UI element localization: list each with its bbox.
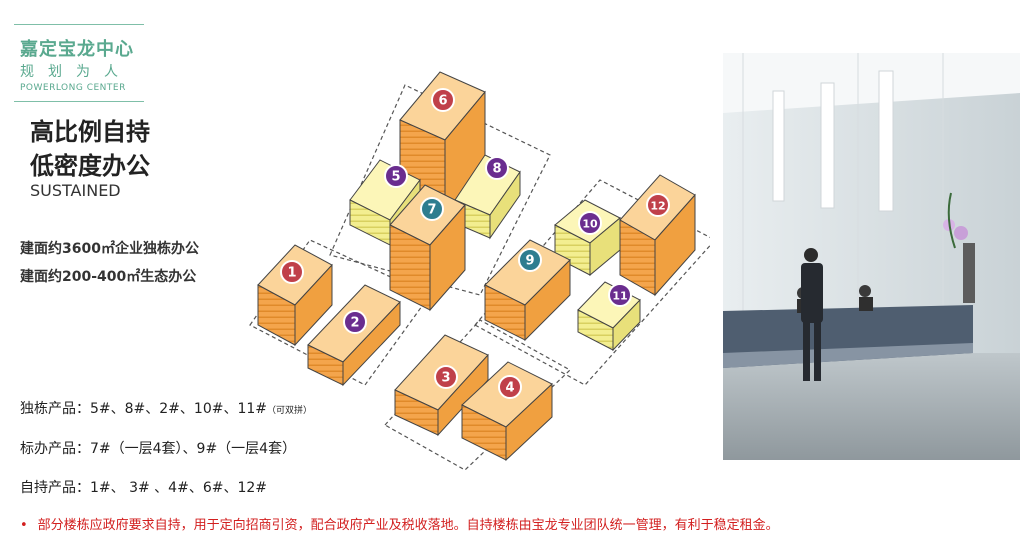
page-title-english: SUSTAINED [30,181,121,200]
badge-number: 7 [427,203,436,218]
badge-circle [343,310,367,334]
badge-number: 5 [391,170,400,185]
badge-number: 3 [441,371,450,386]
badge-circle [518,248,542,272]
building-badge: 12 [646,193,670,217]
building-badge: 8 [485,156,509,180]
building-badge: 5 [384,164,408,188]
badge-circle [431,88,455,112]
product-note: （可双拼） [267,406,313,416]
logo: 嘉定宝龙中心 规划为人 POWERLONG CENTER [14,24,144,102]
building-badge: 6 [431,88,455,112]
building-1 [257,244,333,347]
badge-number: 9 [525,254,534,269]
page-title-line2: 低密度办公 [30,152,150,180]
badge-number: 4 [505,381,514,396]
footnote-text: 部分楼栋应政府要求自持，用于定向招商引资，配合政府产业及税收落地。自持楼栋由宝龙… [37,518,779,533]
building-badge: 4 [498,375,522,399]
area-text-1: 建面约3600㎡企业独栋办公 [20,241,199,257]
badge-number: 11 [612,290,627,303]
badge-circle [280,260,304,284]
building-badge: 11 [608,283,632,307]
footnote: • 部分楼栋应政府要求自持，用于定向招商引资，配合政府产业及税收落地。自持楼栋由宝… [20,514,779,533]
badge-circle [384,164,408,188]
area-text-2: 建面约200-400㎡生态办公 [20,269,197,285]
logo-divider-top [14,24,144,25]
page-title-line1: 高比例自持 [30,118,150,146]
badge-number: 10 [582,218,598,231]
badge-number: 2 [350,316,359,331]
building-9 [484,239,571,342]
badge-number: 8 [492,162,501,177]
lobby-photo [723,53,1020,460]
logo-name: 嘉定宝龙中心 [20,39,134,60]
building-badge: 3 [434,365,458,389]
logo-divider-bottom [14,101,144,102]
badge-circle [646,193,670,217]
building-badge: 1 [280,260,304,284]
badge-number: 6 [438,94,447,109]
product-line-self-held: 自持产品：1#、 3# 、4#、6#、12# [20,477,267,497]
product-line-standalone: 独栋产品：5#、8#、2#、10#、11#（可双拼） [20,398,312,418]
product-text: 自持产品：1#、 3# 、4#、6#、12# [20,480,267,496]
badge-circle [578,211,602,235]
building-badge: 2 [343,310,367,334]
building-badge: 7 [420,197,444,221]
bullet-icon: • [20,518,28,533]
building-badge: 10 [578,211,602,235]
building-badge: 9 [518,248,542,272]
product-line-standard: 标办产品：7#（一层4套）、9#（一层4套） [20,438,296,458]
badge-number: 12 [650,200,665,213]
badge-circle [420,197,444,221]
badge-circle [434,365,458,389]
logo-english: POWERLONG CENTER [20,83,126,93]
logo-slogan: 规划为人 [20,64,132,80]
badge-number: 1 [287,266,296,281]
badge-circle [485,156,509,180]
badge-circle [498,375,522,399]
product-text: 标办产品：7#（一层4套）、9#（一层4套） [20,441,297,457]
product-text: 独栋产品：5#、8#、2#、10#、11# [20,401,268,417]
building-12 [619,174,696,297]
badge-circle [608,283,632,307]
